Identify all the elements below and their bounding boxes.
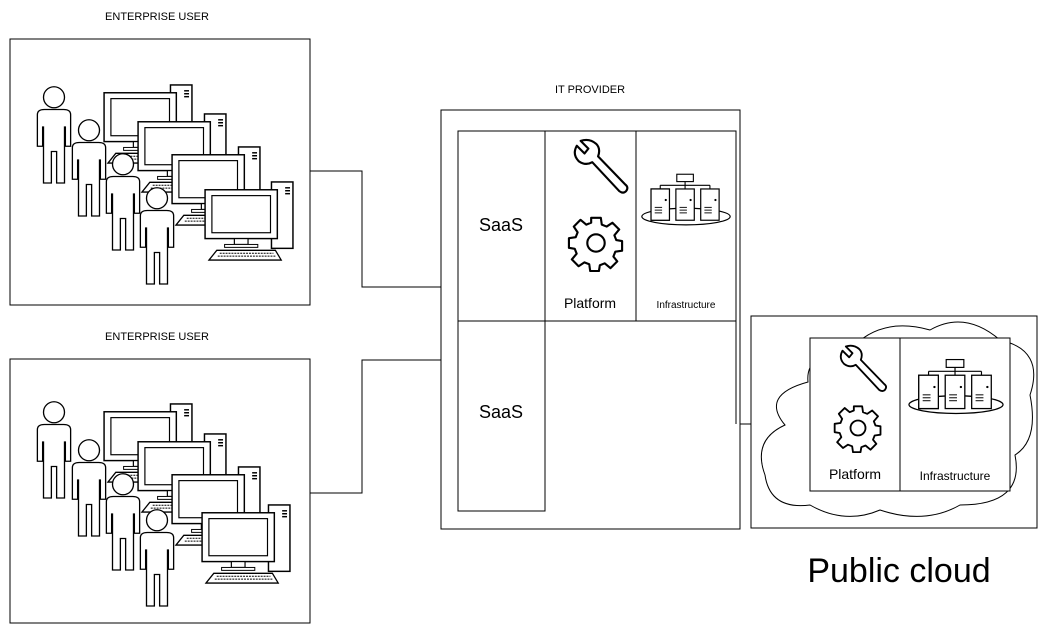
public-cloud-infrastructure-label: Infrastructure xyxy=(919,469,991,483)
saas-label-bottom: SaaS xyxy=(478,402,524,422)
gear-icon xyxy=(833,405,882,453)
connector-bottom-user xyxy=(310,359,441,494)
connector-top-user xyxy=(310,170,441,288)
it-provider-saas-bottom xyxy=(457,320,546,512)
infrastructure-label: Infrastructure xyxy=(656,300,716,311)
platform-label: Platform xyxy=(563,295,617,311)
it-provider-label: IT PROVIDER xyxy=(554,84,626,96)
enterprise-user-label-top: ENTERPRISE USER xyxy=(105,11,209,23)
public-cloud-platform-label: Platform xyxy=(828,466,882,482)
public-cloud-label: Public cloud xyxy=(807,552,991,590)
saas-label-top: SaaS xyxy=(478,215,524,235)
gear-icon xyxy=(567,216,624,272)
enterprise-user-label-bottom: ENTERPRISE USER xyxy=(105,331,209,343)
